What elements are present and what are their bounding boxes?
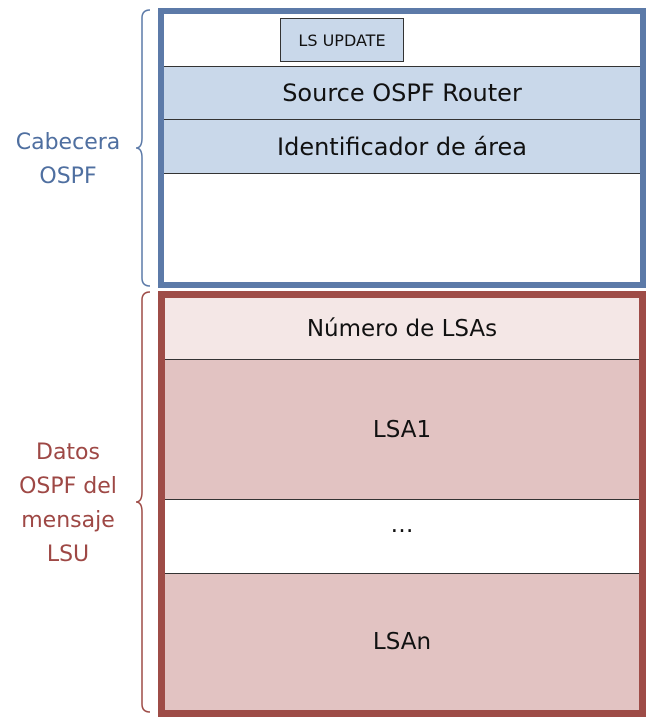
header-brace: [135, 9, 151, 287]
header-type-row: LS UPDATE: [164, 14, 640, 67]
data-side-label-line-4: LSU: [46, 542, 90, 567]
lsa1-row: LSA1: [165, 360, 639, 500]
data-side-label-line-3: mensaje: [21, 508, 115, 533]
lsan-row: LSAn: [165, 574, 639, 710]
area-id-row: Identificador de área: [164, 120, 640, 174]
header-side-label: Cabecera OSPF: [0, 126, 136, 194]
header-side-label-line-2: OSPF: [39, 164, 97, 189]
header-side-label-line-1: Cabecera: [15, 130, 121, 155]
ellipsis-row: …: [165, 500, 639, 574]
source-router-row: Source OSPF Router: [164, 67, 640, 120]
ls-update-box: LS UPDATE: [280, 18, 404, 62]
lsu-data-block: Número de LSAs LSA1 … LSAn: [158, 291, 646, 717]
lsa-count-row: Número de LSAs: [165, 298, 639, 360]
data-side-label-line-1: Datos: [36, 440, 100, 465]
data-brace: [135, 291, 151, 713]
data-side-label: Datos OSPF del mensaje LSU: [0, 436, 136, 572]
data-side-label-line-2: OSPF del: [19, 474, 117, 499]
ospf-header-block: LS UPDATE Source OSPF Router Identificad…: [158, 8, 646, 288]
